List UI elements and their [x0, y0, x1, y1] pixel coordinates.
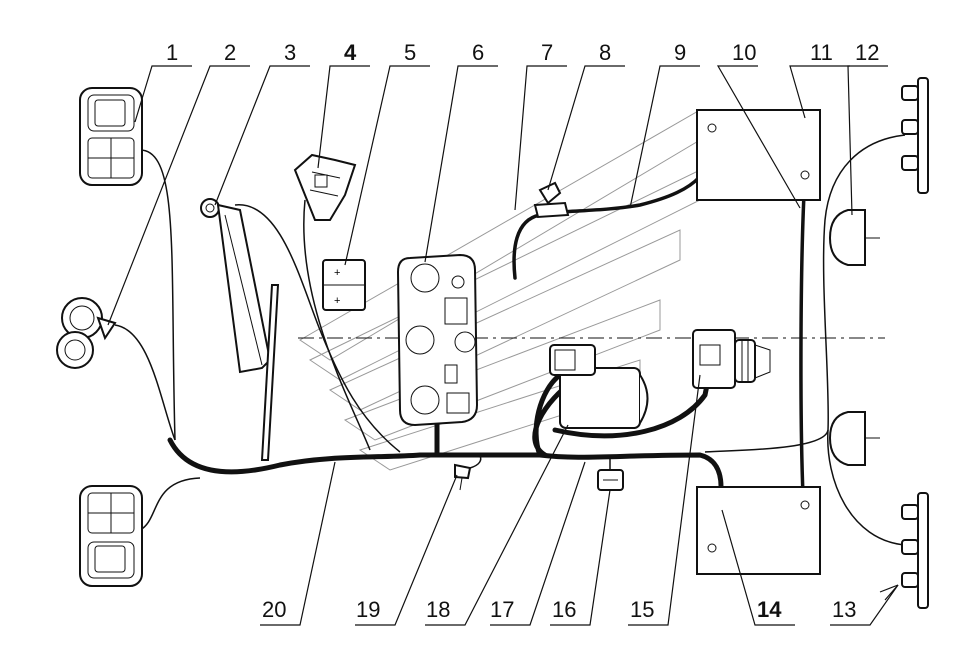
label-18: 18	[426, 597, 450, 622]
label-14: 14	[757, 597, 782, 622]
rear-lamp-cluster-upper	[901, 77, 929, 194]
svg-text:+: +	[334, 267, 340, 279]
wire-right-lower	[827, 429, 906, 546]
top-leaders	[107, 65, 888, 326]
label-17: 17	[490, 597, 514, 622]
wire-headlight-left-bottom	[139, 477, 201, 531]
bottom-leaders	[260, 374, 899, 626]
wire-headlight-left-top	[139, 149, 176, 441]
wiper-assembly	[200, 198, 280, 461]
main-harness	[167, 437, 724, 513]
headlight-top-left	[79, 87, 143, 186]
starter-motor	[549, 344, 649, 429]
wire-right-rear	[704, 134, 906, 453]
wire-wiper-motor	[234, 204, 401, 453]
generator	[692, 329, 771, 389]
relay-16	[597, 469, 624, 491]
switch-19	[454, 463, 472, 491]
label-5: 5	[404, 40, 416, 65]
headlight-bottom-left	[79, 485, 143, 587]
label-9: 9	[674, 40, 686, 65]
label-19: 19	[356, 597, 380, 622]
label-4: 4	[344, 40, 357, 65]
label-13: 13	[832, 597, 856, 622]
label-12: 12	[855, 40, 879, 65]
svg-text:+: +	[334, 295, 340, 307]
battery-cable-10	[799, 173, 807, 497]
label-10: 10	[732, 40, 756, 65]
label-2: 2	[224, 40, 236, 65]
switch-8	[533, 181, 570, 219]
cable-7	[512, 213, 542, 280]
wire-switch-19	[469, 455, 482, 469]
lamp-right-upper	[828, 209, 880, 266]
label-8: 8	[599, 40, 611, 65]
battery-cable-upper	[538, 128, 715, 217]
wire-horn	[114, 324, 176, 441]
label-1: 1	[166, 40, 178, 65]
harness-branch-generator	[552, 357, 715, 439]
label-20: 20	[262, 597, 286, 622]
fuse-box: + +	[322, 259, 366, 311]
battery-upper	[696, 109, 821, 201]
label-7: 7	[541, 40, 553, 65]
label-11: 11	[810, 40, 833, 65]
lamp-right-lower	[828, 411, 880, 466]
rear-lamp-cluster-lower	[901, 492, 929, 609]
label-15: 15	[630, 597, 654, 622]
label-3: 3	[284, 40, 296, 65]
label-16: 16	[552, 597, 576, 622]
battery-lower	[696, 486, 821, 575]
label-6: 6	[472, 40, 484, 65]
horn-pair	[56, 297, 117, 369]
wire-switch-4	[303, 199, 371, 451]
instrument-panel	[396, 253, 479, 427]
